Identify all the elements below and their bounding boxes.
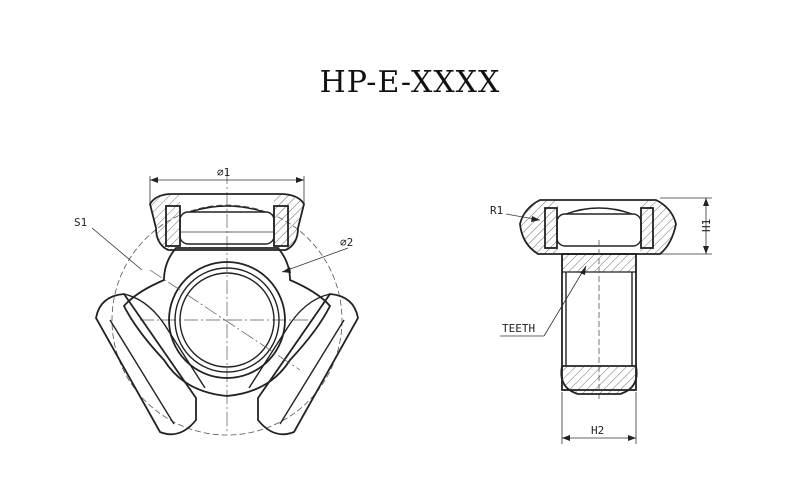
diagonal-centerline (149, 269, 301, 371)
label-s1: S1 (74, 216, 87, 229)
label-r1: R1 (490, 204, 503, 217)
label-d2: ⌀2 (340, 236, 353, 249)
leader-d2 (281, 247, 349, 273)
front-view: ⌀1 S1 ⌀2 (74, 166, 359, 436)
drawing-title: HP-E-XXXX (320, 65, 501, 100)
roller-cup-top (149, 193, 305, 251)
dim-h2 (561, 392, 637, 444)
label-teeth: TEETH (502, 322, 535, 335)
label-h2: H2 (591, 424, 604, 437)
label-h1: H1 (700, 219, 713, 232)
trunnion-left (95, 293, 206, 436)
dim-d1 (149, 176, 305, 204)
bore-mid (174, 267, 280, 373)
side-roller-cup (519, 199, 677, 255)
leader-teeth (543, 265, 587, 337)
bore-inner (179, 272, 275, 368)
shaft (560, 240, 638, 400)
dim-h1 (660, 197, 712, 255)
bore-outer (168, 261, 286, 379)
side-view: R1 H1 TEETH H2 (490, 197, 713, 444)
leader-s1 (91, 227, 143, 271)
label-d1: ⌀1 (217, 166, 230, 179)
trunnion-right (248, 293, 359, 436)
spider-body (122, 247, 332, 397)
